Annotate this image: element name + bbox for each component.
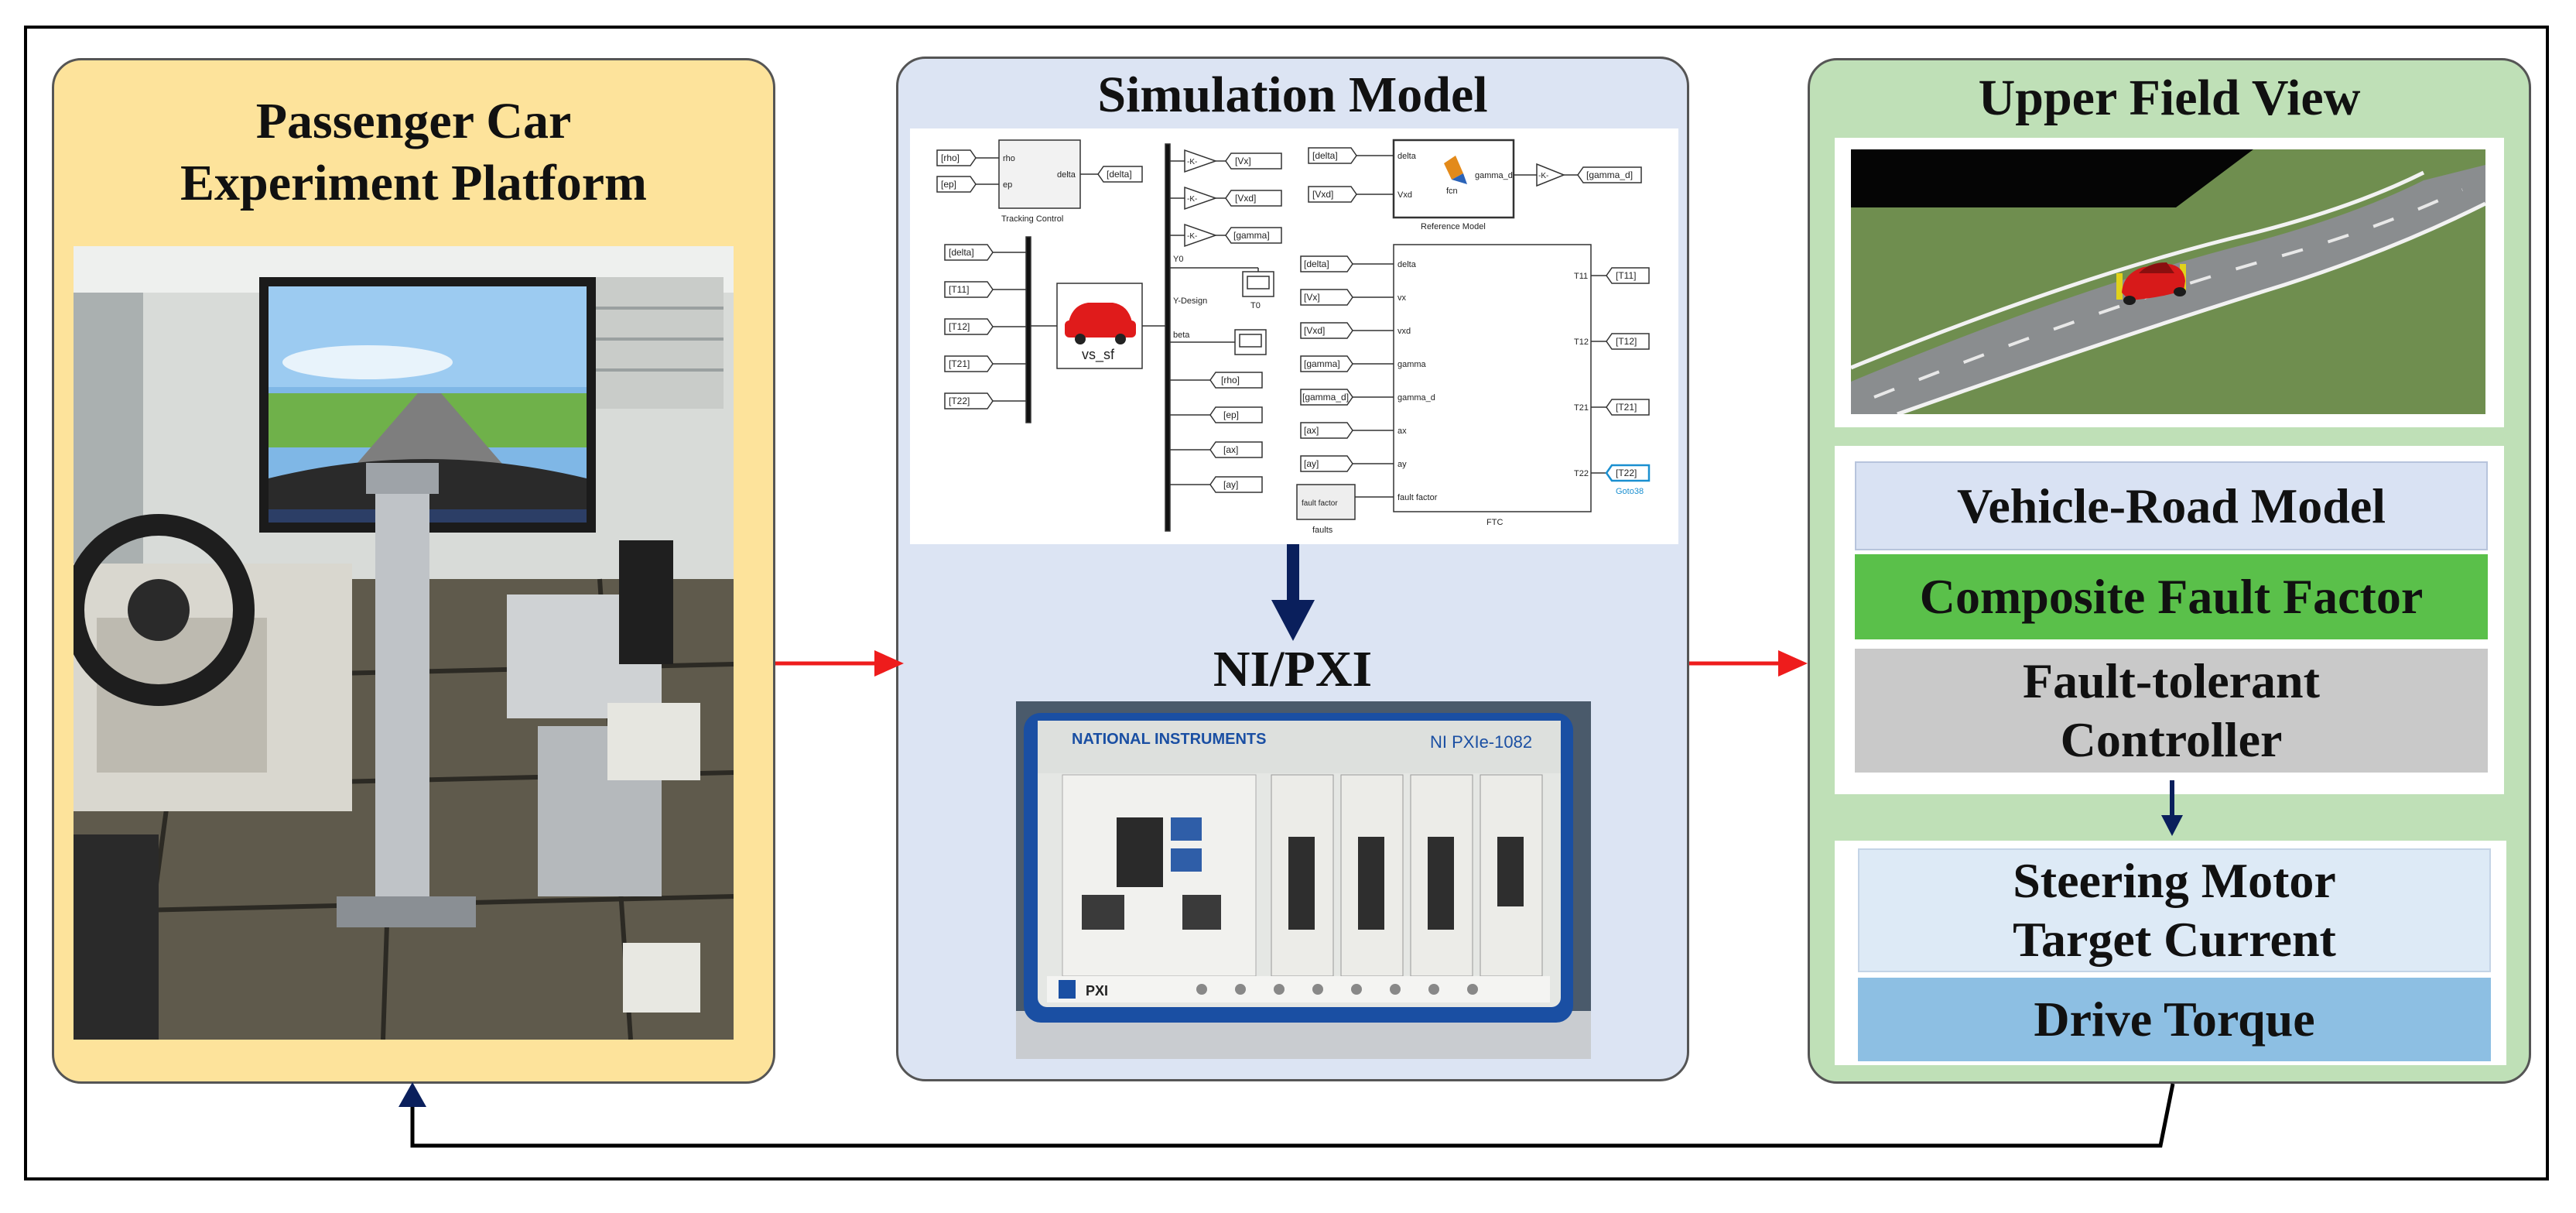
vehicle-block-label: vs_sf bbox=[1082, 347, 1115, 363]
fault-block-label: fault factor bbox=[1302, 499, 1338, 508]
right-panel-title: Upper Field View bbox=[1978, 70, 2361, 126]
left-panel-title-line1: Passenger Car bbox=[255, 93, 572, 149]
ni-pxi-photo: NATIONAL INSTRUMENTS NI PXIe-1082 PXI bbox=[1016, 701, 1591, 1059]
ni-model-text: NI PXIe-1082 bbox=[1430, 732, 1532, 752]
ftc-port-vxd: vxd bbox=[1397, 327, 1411, 336]
from-t22-label: [T22] bbox=[949, 396, 970, 406]
upper-field-view-frame bbox=[1835, 138, 2504, 427]
arrow-platform-to-model bbox=[775, 650, 904, 677]
ftc-in-vxd: [Vxd] bbox=[1304, 325, 1325, 336]
ftc-in-delta: [delta] bbox=[1304, 259, 1329, 269]
ref-port-vxd: Vxd bbox=[1397, 190, 1412, 200]
fault-tolerant-controller-line1: Fault-tolerant bbox=[2023, 653, 2320, 708]
ftc-port-gamma: gamma bbox=[1397, 360, 1427, 369]
ftc-port-vx: vx bbox=[1397, 293, 1407, 303]
goto38-label: Goto38 bbox=[1616, 487, 1644, 496]
left-panel-title-line2: Experiment Platform bbox=[180, 155, 647, 211]
ref-fcn-label: fcn bbox=[1446, 187, 1458, 196]
drive-torque-label: Drive Torque bbox=[2034, 992, 2315, 1047]
out-vx-label: [Vx] bbox=[1235, 156, 1251, 166]
ftc-out-t11: [T11] bbox=[1616, 270, 1636, 281]
controller-down-arrow bbox=[2161, 780, 2183, 836]
ref-out-port: gamma_d bbox=[1475, 171, 1513, 180]
tracking-goto-label: [delta] bbox=[1107, 169, 1132, 180]
tracking-port-ep: ep bbox=[1003, 180, 1012, 190]
tracking-out-port: delta bbox=[1057, 170, 1076, 180]
steering-motor-line2: Target Current bbox=[2013, 912, 2336, 967]
out-rho-label: [rho] bbox=[1221, 375, 1240, 385]
ref-caption: Reference Model bbox=[1421, 222, 1486, 231]
ftc-in-vx: [Vx] bbox=[1304, 292, 1320, 303]
ftc-out-t22: [T22] bbox=[1616, 468, 1637, 478]
fault-caption: faults bbox=[1312, 526, 1333, 535]
ftc-out-port-t22: T22 bbox=[1574, 469, 1589, 478]
from-t12-label: [T12] bbox=[949, 321, 970, 332]
ftc-in-gamma: [gamma] bbox=[1304, 358, 1340, 369]
ni-brand-text: NATIONAL INSTRUMENTS bbox=[1072, 731, 1266, 748]
out-ax-label: [ax] bbox=[1223, 444, 1238, 455]
ref-port-delta: delta bbox=[1397, 152, 1417, 161]
vehicle-road-model-label: Vehicle-Road Model bbox=[1956, 478, 2386, 533]
out-gamma-label: [gamma] bbox=[1233, 230, 1270, 241]
ftc-out-port-t12: T12 bbox=[1574, 338, 1589, 347]
road-scene-render bbox=[1851, 149, 2485, 414]
gain-label-3: -K- bbox=[1187, 232, 1197, 241]
scope-t0-label: T0 bbox=[1250, 301, 1261, 310]
scope-ydesign-label: Y-Design bbox=[1173, 296, 1207, 306]
experiment-platform-photo bbox=[74, 246, 734, 1040]
composite-fault-factor-label: Composite Fault Factor bbox=[1919, 569, 2424, 624]
ftc-out-t21: [T21] bbox=[1616, 402, 1637, 413]
ref-in-delta-label: [delta] bbox=[1312, 150, 1338, 161]
fault-tolerant-controller-line2: Controller bbox=[2060, 712, 2283, 767]
goto-rho-label: [rho] bbox=[941, 152, 960, 163]
upper-field-view-panel: Upper Field View bbox=[1808, 58, 2531, 1084]
middle-panel-title: Simulation Model bbox=[1097, 67, 1488, 123]
ftc-in-ax: [ax] bbox=[1304, 425, 1319, 436]
ftc-caption: FTC bbox=[1486, 518, 1503, 527]
ftc-out-port-t11: T11 bbox=[1574, 272, 1588, 281]
out-ay-label: [ay] bbox=[1223, 479, 1238, 490]
simulation-model-panel: Simulation Model bbox=[896, 57, 1689, 1081]
ftc-port-delta: delta bbox=[1397, 260, 1417, 269]
drive-torque-block: Drive Torque bbox=[1858, 978, 2491, 1061]
arrow-model-to-field-view bbox=[1689, 650, 1808, 677]
from-delta-label: [delta] bbox=[949, 247, 974, 258]
tracking-caption: Tracking Control bbox=[1001, 214, 1063, 224]
ftc-in-ay: [ay] bbox=[1304, 458, 1319, 469]
ref-gain-label: -K- bbox=[1538, 172, 1548, 180]
out-ep-label: [ep] bbox=[1223, 409, 1239, 420]
ni-pxi-label: NI/PXI bbox=[1213, 641, 1373, 697]
scope-beta-label: beta bbox=[1173, 331, 1190, 340]
composite-fault-factor-block: Composite Fault Factor bbox=[1855, 554, 2488, 639]
feedback-loop-arrow bbox=[399, 1082, 2175, 1148]
ftc-port-ay: ay bbox=[1397, 460, 1407, 469]
simulink-diagram: [rho] [ep] rho ep delta Tracking Control… bbox=[910, 128, 1678, 544]
ref-in-vxd-label: [Vxd] bbox=[1312, 189, 1333, 200]
ftc-port-ax: ax bbox=[1397, 427, 1407, 436]
out-vxd-label: [Vxd] bbox=[1235, 193, 1256, 204]
steering-motor-line1: Steering Motor bbox=[2013, 853, 2336, 908]
vehicle-road-model-block: Vehicle-Road Model bbox=[1855, 461, 2488, 550]
tracking-port-rho: rho bbox=[1003, 154, 1015, 163]
pxi-slot-label: PXI bbox=[1086, 983, 1108, 999]
ftc-port-gamma-d: gamma_d bbox=[1397, 393, 1435, 403]
ref-goto-label: [gamma_d] bbox=[1586, 170, 1633, 180]
passenger-car-panel: Passenger Car Experiment Platform bbox=[52, 58, 775, 1084]
steering-motor-target-current-block: Steering Motor Target Current bbox=[1858, 848, 2491, 972]
ftc-out-port-t21: T21 bbox=[1574, 403, 1589, 413]
from-t11-label: [T11] bbox=[949, 284, 969, 295]
ftc-in-gamma-d: [gamma_d] bbox=[1302, 392, 1349, 403]
gain-label-1: -K- bbox=[1187, 158, 1197, 166]
fault-tolerant-controller-block: Fault-tolerant Controller bbox=[1855, 649, 2488, 773]
goto-ep-label: [ep] bbox=[941, 179, 956, 190]
figure-frame bbox=[24, 26, 2549, 1180]
from-t21-label: [T21] bbox=[949, 358, 970, 369]
scope-y0-label: Y0 bbox=[1173, 255, 1183, 264]
gain-label-2: -K- bbox=[1187, 195, 1197, 204]
ftc-out-t12: [T12] bbox=[1616, 336, 1637, 347]
ftc-port-fault: fault factor bbox=[1397, 493, 1438, 502]
down-arrow-to-pxi bbox=[1271, 544, 1315, 641]
